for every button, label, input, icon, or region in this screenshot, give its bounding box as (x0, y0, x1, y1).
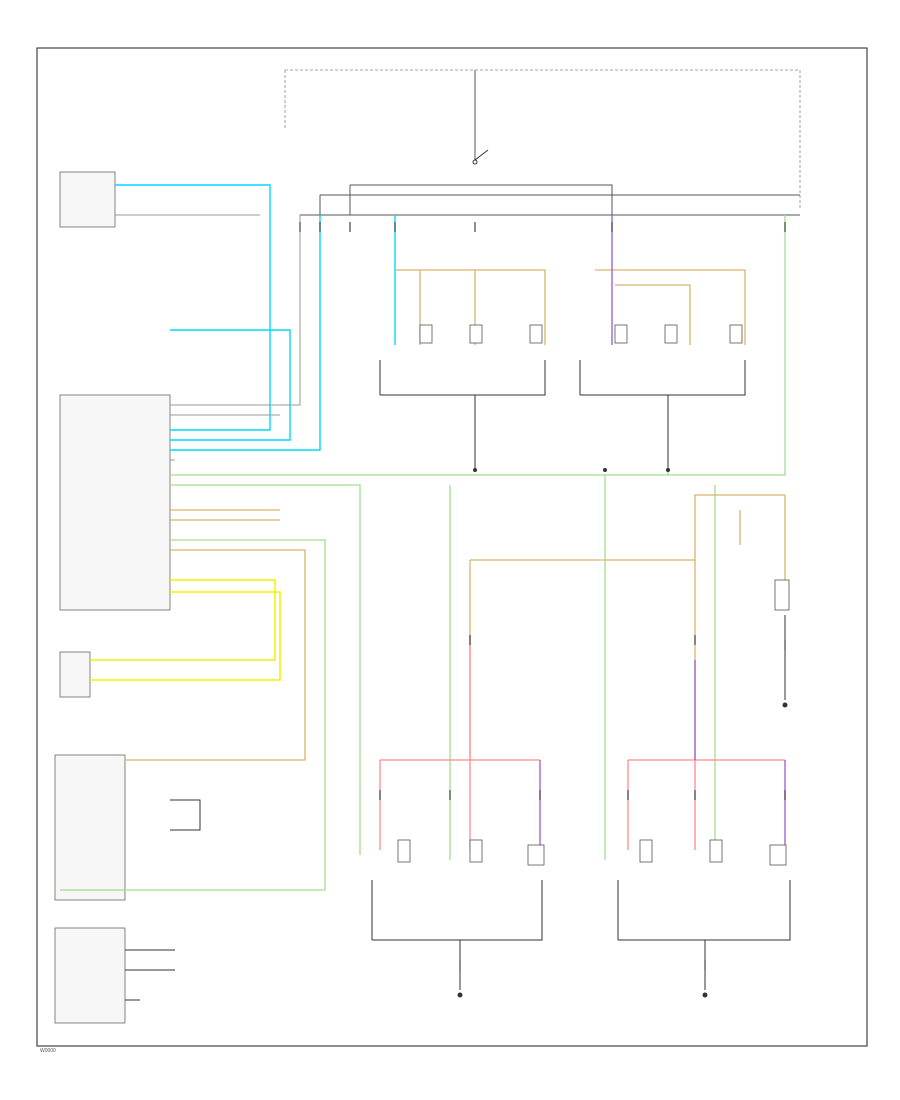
splice-icon (603, 468, 607, 472)
ground-icon (457, 992, 463, 998)
headlamp-switch-symbol (472, 149, 489, 165)
right-lamp-3 (729, 324, 743, 344)
left-lamp-2 (469, 324, 483, 344)
right-lamp-2 (664, 324, 678, 344)
brake-switch-box (59, 171, 116, 228)
top-gray-feeds (300, 70, 800, 216)
diagram-frame (36, 47, 868, 1047)
left-rear-lamp-1 (397, 839, 411, 863)
body-control-module-box (59, 394, 171, 611)
headlamp-switch-box (59, 651, 91, 698)
ground-symbols (457, 468, 788, 998)
purple-circuits (539, 215, 786, 850)
ground-icon (473, 468, 477, 472)
chmsl-lamp (774, 579, 790, 611)
ground-icon (782, 702, 788, 708)
ground-icon (702, 992, 708, 998)
light-blue-circuits (115, 184, 396, 451)
fuse-block-outline (285, 69, 801, 210)
left-lamp-1 (419, 324, 433, 344)
lamp-symbols (397, 324, 790, 866)
pink-circuits (379, 635, 785, 850)
left-rear-lamp-3 (527, 844, 545, 866)
tan-circuits (125, 269, 786, 761)
connector-ticks (299, 222, 786, 970)
right-lamp-1 (614, 324, 628, 344)
right-rear-lamp-2 (709, 839, 723, 863)
yellow-circuits (90, 579, 281, 681)
left-lamp-3 (529, 324, 543, 344)
ground-icon (666, 468, 670, 472)
diagram-caption: W0000 (40, 1048, 56, 1054)
left-rear-lamp-2 (469, 839, 483, 863)
turn-signal-switch-box (54, 754, 126, 901)
hazard-switch-box (54, 927, 126, 1024)
right-rear-lamp-1 (639, 839, 653, 863)
right-rear-lamp-3 (769, 844, 787, 866)
gray-bcm-circuits (115, 214, 301, 461)
light-green-circuits (60, 215, 786, 891)
